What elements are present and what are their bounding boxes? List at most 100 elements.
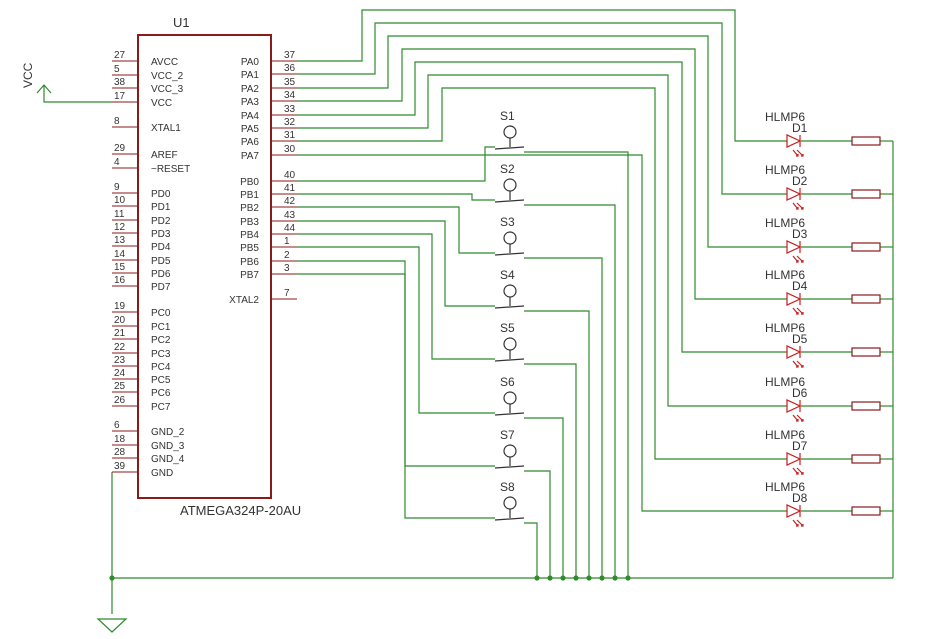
led-emission-arrows <box>792 519 804 527</box>
chip-pin-name: PB6 <box>240 257 259 268</box>
chip-pin-name: VCC_3 <box>151 84 184 95</box>
switch-ref: S8 <box>500 480 515 494</box>
chip-pin-name: VCC <box>151 98 172 109</box>
chip-pin-name: GND_3 <box>151 441 185 452</box>
switch-ref: S7 <box>500 428 515 442</box>
chip-pin-name: PD1 <box>151 202 171 213</box>
chip-body[interactable] <box>137 34 272 499</box>
pb6-net <box>297 260 495 467</box>
chip-pin-number: 2 <box>284 250 290 261</box>
pb7-net <box>297 273 495 519</box>
chip-pin-number: 5 <box>114 64 120 75</box>
chip-pin-number: 38 <box>114 77 126 88</box>
chip-pin-number: 32 <box>284 117 296 128</box>
chip-pin-number: 6 <box>114 420 120 431</box>
led-emission-arrows <box>792 307 804 315</box>
gnd-junction <box>547 575 553 581</box>
switch-contact <box>494 305 525 309</box>
chip-pin-number: 10 <box>114 195 126 206</box>
led-ref: D3 <box>792 227 808 241</box>
chip-pin-number: 30 <box>284 144 296 155</box>
led-triangle <box>786 292 802 306</box>
switch-contact <box>494 358 525 362</box>
switch-button <box>503 178 517 192</box>
chip-pin-number: 36 <box>284 63 296 74</box>
switch-button <box>503 125 517 139</box>
chip-pin-name: PB1 <box>240 190 259 201</box>
chip-pin-number: 1 <box>284 236 290 247</box>
chip-pin-name: PD5 <box>151 256 171 267</box>
chip-pin-number: 29 <box>114 143 126 154</box>
led-emission-arrows <box>792 202 804 210</box>
switch-gnd-net <box>524 522 538 578</box>
chip-pin-number: 33 <box>284 104 296 115</box>
led-ref: D7 <box>792 439 808 453</box>
chip-pin-number: 20 <box>114 315 126 326</box>
pa5-net <box>297 74 787 407</box>
switch-gnd-net <box>524 363 577 578</box>
chip-pin-name: PB5 <box>240 243 259 254</box>
switch-ref: S1 <box>500 109 515 123</box>
chip-pin-number: 11 <box>114 209 125 220</box>
chip-pin-number: 39 <box>114 461 126 472</box>
switch-ref: S6 <box>500 375 515 389</box>
switch-gnd-net <box>524 151 629 578</box>
led-triangle <box>786 187 802 201</box>
switch-gnd-net <box>524 470 551 578</box>
chip-pin-name: PD3 <box>151 229 171 240</box>
chip-pin-number: 22 <box>114 342 126 353</box>
chip-pin-number: 28 <box>114 447 126 458</box>
chip-pin-number: 9 <box>114 182 120 193</box>
chip-pin-name: PC0 <box>151 308 171 319</box>
led-resistor <box>851 136 881 146</box>
led-value: HLMP6 <box>765 163 805 177</box>
chip-pin-name: AVCC <box>151 57 178 68</box>
led-triangle <box>786 240 802 254</box>
chip-pin-number: 16 <box>114 275 126 286</box>
chip-pin-name: PD2 <box>151 216 171 227</box>
led-value: HLMP6 <box>765 428 805 442</box>
chip-pin-name: PD4 <box>151 242 171 253</box>
gnd-junction <box>625 575 631 581</box>
pb0-net <box>297 146 495 182</box>
gnd-symbol <box>96 618 128 633</box>
chip-pin-number: 40 <box>284 170 296 181</box>
switch-gnd-net <box>524 204 616 578</box>
led-resistor <box>851 454 881 464</box>
switch-ref: S4 <box>500 268 515 282</box>
pa4-net <box>297 61 787 353</box>
chip-part: ATMEGA324P-20AU <box>180 503 301 518</box>
chip-pin-number: 14 <box>114 249 126 260</box>
chip-pin-name: PA4 <box>241 111 260 122</box>
gnd-junction <box>109 575 115 581</box>
switch-contact <box>494 412 525 416</box>
chip-pin-number: 12 <box>114 222 126 233</box>
led-value: HLMP6 <box>765 375 805 389</box>
chip-pin-number: 44 <box>284 223 296 234</box>
chip-pin-name: PA2 <box>241 84 260 95</box>
switch-ref: S3 <box>500 215 515 229</box>
chip-pin-number: 25 <box>114 381 126 392</box>
pb5-net <box>297 246 495 414</box>
led-ref: D6 <box>792 386 808 400</box>
pa0-net <box>297 9 787 142</box>
chip-pin-name: PC1 <box>151 322 171 333</box>
gnd-junction <box>612 575 618 581</box>
chip-pin-name: PA7 <box>241 151 260 162</box>
switch-contact <box>494 252 525 256</box>
led-ref: D5 <box>792 332 808 346</box>
led-value: HLMP6 <box>765 480 805 494</box>
chip-pin-name: PD0 <box>151 189 171 200</box>
chip-pin-number: 13 <box>114 235 126 246</box>
switch-button <box>503 496 517 510</box>
led-ref: D2 <box>792 174 808 188</box>
chip-pin-number: 8 <box>114 116 120 127</box>
led-value: HLMP6 <box>765 268 805 282</box>
switch-contact <box>494 517 525 521</box>
gnd-junction <box>534 575 540 581</box>
switch-contact <box>494 465 525 469</box>
chip-pin-name: PA1 <box>241 70 260 81</box>
chip-pin-name: PC3 <box>151 349 171 360</box>
chip-pin-name: PB7 <box>240 270 259 281</box>
